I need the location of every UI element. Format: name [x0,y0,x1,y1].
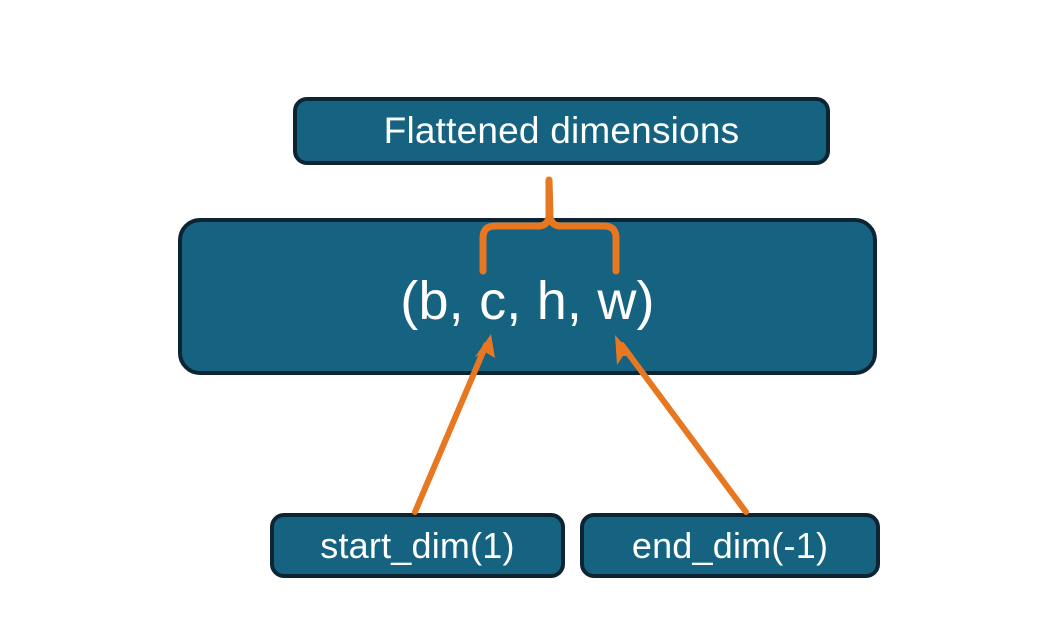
end-dim-box: end_dim(-1) [580,513,880,578]
flattened-dimensions-box: Flattened dimensions [293,97,830,165]
tensor-shape-box: (b, c, h, w) [178,218,877,375]
start-dim-label: start_dim(1) [320,524,515,566]
flattened-dimensions-label: Flattened dimensions [383,110,740,151]
start-dim-box: start_dim(1) [270,513,565,578]
tensor-shape-label: (b, c, h, w) [400,270,655,331]
end-dim-label: end_dim(-1) [631,524,829,566]
